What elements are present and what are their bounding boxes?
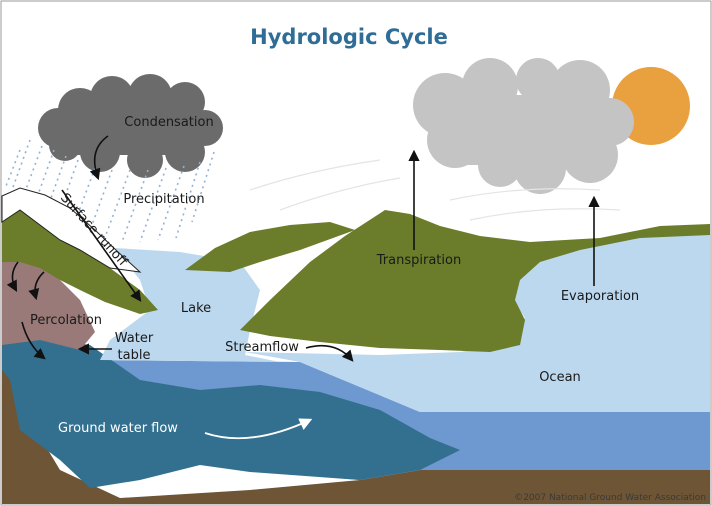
label-lake: Lake bbox=[181, 301, 211, 316]
condensation-arrow bbox=[89, 135, 109, 181]
label-transpiration: Transpiration bbox=[376, 253, 461, 268]
copyright-notice: ©2007 National Ground Water Association bbox=[514, 493, 706, 503]
soil-layer bbox=[2, 330, 710, 504]
diagram-title: Hydrologic Cycle bbox=[250, 25, 448, 49]
label-water-table-2: table bbox=[118, 348, 151, 363]
wind-streaks bbox=[249, 159, 621, 221]
ground-water-flow-arrow bbox=[204, 418, 313, 440]
label-evaporation: Evaporation bbox=[561, 289, 639, 304]
label-precipitation: Precipitation bbox=[123, 192, 204, 207]
label-condensation: Condensation bbox=[124, 115, 213, 130]
label-ground-water-flow: Ground water flow bbox=[58, 421, 178, 436]
transpiration-land bbox=[240, 210, 710, 352]
surface-runoff-arrow bbox=[61, 189, 142, 302]
label-ocean: Ocean bbox=[539, 370, 581, 385]
streamflow-arrow bbox=[305, 344, 354, 362]
label-water-table-1: Water bbox=[115, 331, 154, 346]
lake-water bbox=[100, 248, 280, 362]
percolation-arrow-1 bbox=[6, 261, 19, 292]
left-hill bbox=[2, 210, 158, 314]
condensation-cloud-icon bbox=[38, 74, 223, 178]
groundwater-zone bbox=[2, 336, 460, 488]
percolation-zone bbox=[2, 258, 95, 350]
percolation-arrow-2 bbox=[28, 271, 45, 301]
middle-hill bbox=[185, 222, 355, 272]
label-percolation: Percolation bbox=[30, 313, 102, 328]
label-streamflow: Streamflow bbox=[225, 340, 299, 355]
percolation-arrow-3 bbox=[21, 321, 46, 360]
evaporation-cloud-icon bbox=[413, 58, 634, 194]
